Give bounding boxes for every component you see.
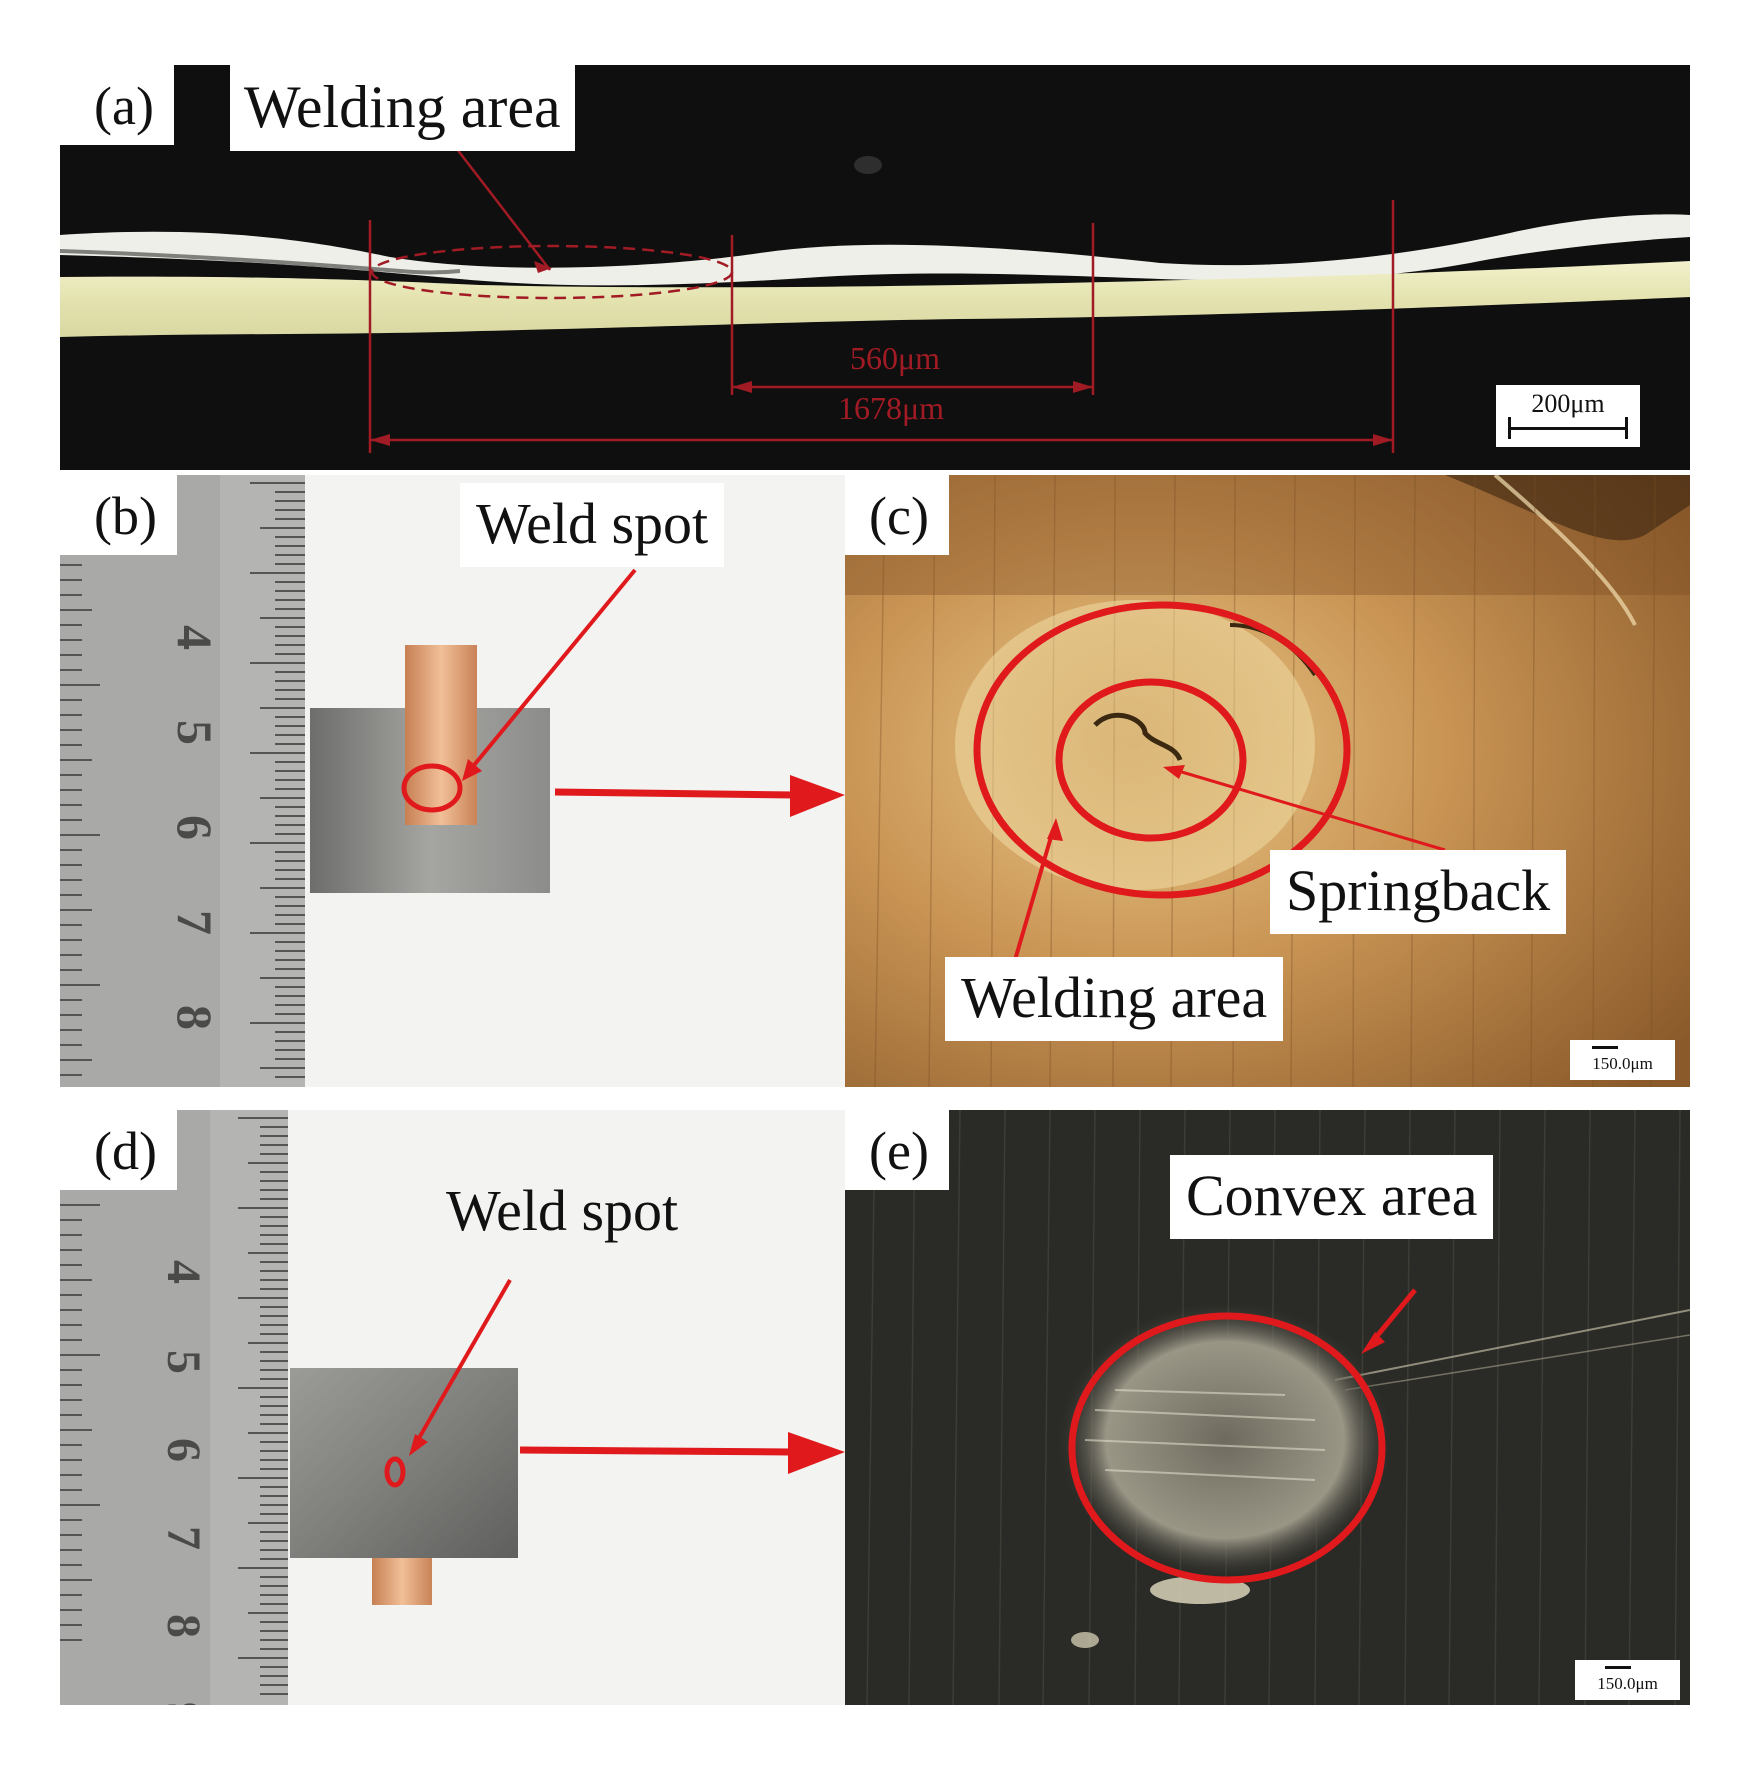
dimension-lines xyxy=(368,139,1395,453)
ruler-numbers: 4 5 6 7 8 9 xyxy=(167,625,223,1030)
panel-d: 4 5 6 7 8 9 (d) Weld spot xyxy=(60,1110,845,1705)
panel-a-dim-inner-label: 560μm xyxy=(850,340,941,376)
nickel-band xyxy=(60,261,1690,337)
scale-bar-label: 150.0μm xyxy=(1592,1054,1653,1073)
ruler-number-5: 5 xyxy=(167,720,223,745)
weld-spot-marker xyxy=(384,1456,406,1488)
panel-d-weld-spot-label: Weld spot xyxy=(446,1178,679,1243)
springback-inner-ring xyxy=(1055,678,1247,842)
panel-a-scale-bar: 200μm xyxy=(1496,385,1640,447)
panel-a-welding-area-label: Welding area xyxy=(230,65,575,151)
panel-b: 4 5 6 7 8 9 (b) Weld spot xyxy=(60,475,845,1087)
ruler-number-8: 8 xyxy=(157,1614,210,1638)
scale-bar-line xyxy=(1592,1046,1618,1049)
panel-c-micrograph xyxy=(845,475,1690,1087)
panel-c: (c) Springback Welding area 150.0μm xyxy=(845,475,1690,1087)
ruler-number-9: 9 xyxy=(157,1702,210,1705)
panel-e-micrograph xyxy=(845,1110,1690,1705)
panel-c-welding-area-label: Welding area xyxy=(945,957,1284,1041)
welding-area-outer-ring xyxy=(973,601,1351,899)
scale-bar-line xyxy=(1605,1666,1631,1669)
ruler-ticks xyxy=(60,1117,288,1695)
panel-c-letter: (c) xyxy=(845,475,949,555)
upper-foil-layer xyxy=(60,214,1690,286)
panel-e-scale-bar: 150.0μm xyxy=(1575,1660,1680,1700)
ruler-number-4: 4 xyxy=(167,625,223,650)
ruler-number-8: 8 xyxy=(167,1005,223,1030)
weld-spot-marker xyxy=(401,763,463,813)
panel-b-letter: (b) xyxy=(60,475,177,555)
scale-bar-label: 200μm xyxy=(1531,389,1605,418)
ruler-number-5: 5 xyxy=(157,1350,210,1374)
panel-b-weld-spot-label: Weld spot xyxy=(460,483,725,567)
copper-tab xyxy=(405,645,477,825)
panel-a-dim-outer-label: 1678μm xyxy=(838,390,945,426)
panel-d-photo: 4 5 6 7 8 9 xyxy=(60,1110,845,1705)
panel-a-micrograph xyxy=(60,65,1690,470)
panel-e: (e) Convex area 150.0μm xyxy=(845,1110,1690,1705)
ruler-number-6: 6 xyxy=(167,815,223,840)
ruler-number-7: 7 xyxy=(157,1526,210,1550)
panel-a: (a) Welding area 560μm 1678μm 200μm xyxy=(60,65,1690,470)
panel-b-photo: 4 5 6 7 8 9 xyxy=(60,475,845,1087)
ruler-number-4: 4 xyxy=(157,1260,210,1284)
ruler-numbers: 4 5 6 7 8 9 xyxy=(157,1260,210,1705)
panel-c-scale-bar: 150.0μm xyxy=(1570,1040,1675,1080)
panel-d-letter: (d) xyxy=(60,1110,177,1190)
ruler-ticks xyxy=(60,482,305,1078)
panel-e-letter: (e) xyxy=(845,1110,949,1190)
panel-a-letter: (a) xyxy=(60,65,174,145)
scale-bar-label: 150.0μm xyxy=(1597,1674,1658,1693)
ruler-number-6: 6 xyxy=(157,1438,210,1462)
scale-bar-line xyxy=(1508,427,1628,430)
convex-area-ring xyxy=(1068,1312,1386,1584)
panel-e-convex-area-label: Convex area xyxy=(1170,1155,1494,1239)
steel-sheet xyxy=(290,1368,518,1558)
panel-c-springback-label: Springback xyxy=(1270,850,1567,934)
ruler-number-7: 7 xyxy=(167,910,223,935)
